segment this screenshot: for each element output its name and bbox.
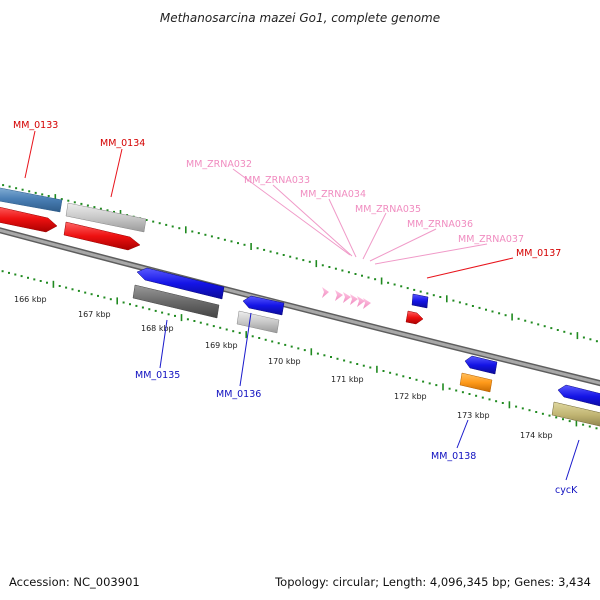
kbp-label: 174 kbp <box>520 431 553 440</box>
label-mm-0133[interactable]: MM_0133 <box>13 120 58 131</box>
gene-arrow-cyck[interactable] <box>557 384 600 408</box>
rna-feature-mm-zrna035[interactable] <box>350 294 358 305</box>
rna-feature-mm-zrna036[interactable] <box>357 296 365 307</box>
kbp-label: 167 kbp <box>78 310 111 319</box>
scale-labels: 166 kbp 167 kbp 168 kbp 169 kbp 170 kbp … <box>14 295 553 440</box>
genome-backbone <box>0 227 600 387</box>
label-mm-zrna036[interactable]: MM_ZRNA036 <box>407 219 473 230</box>
label-mm-zrna034[interactable]: MM_ZRNA034 <box>300 189 366 200</box>
gene-arrow-mm-0138[interactable] <box>464 355 498 375</box>
label-cyck[interactable]: cycK <box>555 485 578 496</box>
kbp-label: 170 kbp <box>268 357 301 366</box>
label-mm-zrna032[interactable]: MM_ZRNA032 <box>186 159 252 170</box>
rna-feature-mm-zrna032[interactable] <box>322 287 329 298</box>
gene-block-light-gray-2[interactable] <box>236 310 280 334</box>
label-mm-zrna037[interactable]: MM_ZRNA037 <box>458 234 524 245</box>
reverse-features <box>132 267 600 428</box>
kbp-label: 166 kbp <box>14 295 47 304</box>
rna-feature-mm-zrna033[interactable] <box>335 290 343 301</box>
gene-arrow-mm-0136[interactable] <box>242 295 285 316</box>
leader-lines <box>24 130 580 481</box>
label-mm-0137[interactable]: MM_0137 <box>516 248 561 259</box>
kbp-label: 172 kbp <box>394 392 427 401</box>
label-mm-zrna033[interactable]: MM_ZRNA033 <box>244 175 310 186</box>
gene-block-olive[interactable] <box>551 401 600 428</box>
gene-arrow-mm-0137[interactable] <box>405 310 424 325</box>
gene-arrow-mm-0134[interactable] <box>63 221 141 251</box>
kbp-label: 168 kbp <box>141 324 174 333</box>
forward-features <box>0 186 429 325</box>
gene-block-light-gray[interactable] <box>65 202 147 233</box>
gene-block-orange[interactable] <box>459 372 493 393</box>
gene-arrow-mm-0135[interactable] <box>136 267 225 300</box>
forward-tick-row <box>2 184 598 343</box>
kbp-label: 173 kbp <box>457 411 490 420</box>
gene-block-steel[interactable] <box>0 186 63 213</box>
label-mm-0134[interactable]: MM_0134 <box>100 138 145 149</box>
map-title: Methanosarcina mazei Go1, complete genom… <box>160 11 440 25</box>
rna-feature-mm-zrna037[interactable] <box>363 298 371 309</box>
gene-arrow-mm-0133[interactable] <box>0 205 58 233</box>
label-mm-0135[interactable]: MM_0135 <box>135 370 180 381</box>
genome-summary-text: Topology: circular; Length: 4,096,345 bp… <box>274 575 591 589</box>
accession-text: Accession: NC_003901 <box>9 575 140 589</box>
feature-labels: MM_0133 MM_0134 MM_ZRNA032 MM_ZRNA033 MM… <box>13 120 578 496</box>
reverse-tick-row <box>1 270 598 430</box>
label-mm-0138[interactable]: MM_0138 <box>431 451 476 462</box>
label-mm-0136[interactable]: MM_0136 <box>216 389 261 400</box>
rna-feature-mm-zrna034[interactable] <box>343 292 351 303</box>
gene-block-dark-gray[interactable] <box>132 284 220 319</box>
kbp-label: 169 kbp <box>205 341 238 350</box>
gene-block-mm-0137-blue[interactable] <box>411 293 429 309</box>
label-mm-zrna035[interactable]: MM_ZRNA035 <box>355 204 421 215</box>
kbp-label: 171 kbp <box>331 375 364 384</box>
